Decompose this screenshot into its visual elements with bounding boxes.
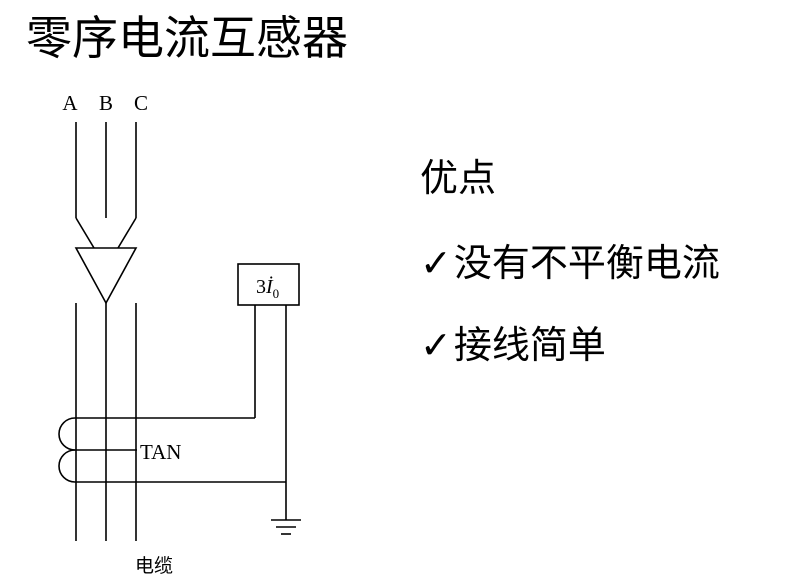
phase-label-c: C — [134, 91, 148, 115]
ct-coil-upper — [58, 417, 76, 451]
meter-box — [237, 263, 300, 306]
phase-label-a: A — [62, 91, 78, 115]
advantages-heading: 优点 — [420, 156, 497, 200]
phase-label-b: B — [99, 91, 113, 115]
meter-label: 3İ0 — [256, 275, 279, 301]
cable-junction-triangle — [74, 247, 138, 305]
ct-label: TAN — [140, 440, 181, 464]
check-icon: ✓ — [420, 241, 452, 285]
cable-label: 电缆 — [135, 555, 173, 577]
advantage-item: ✓接线简单 — [420, 321, 606, 369]
check-icon: ✓ — [420, 323, 452, 367]
advantage-item: ✓没有不平衡电流 — [420, 239, 720, 287]
advantage-text: 没有不平衡电流 — [453, 241, 720, 285]
advantage-text: 接线简单 — [453, 323, 606, 367]
ct-coil-lower — [58, 449, 76, 483]
page-title: 零序电流互感器 — [26, 11, 348, 65]
